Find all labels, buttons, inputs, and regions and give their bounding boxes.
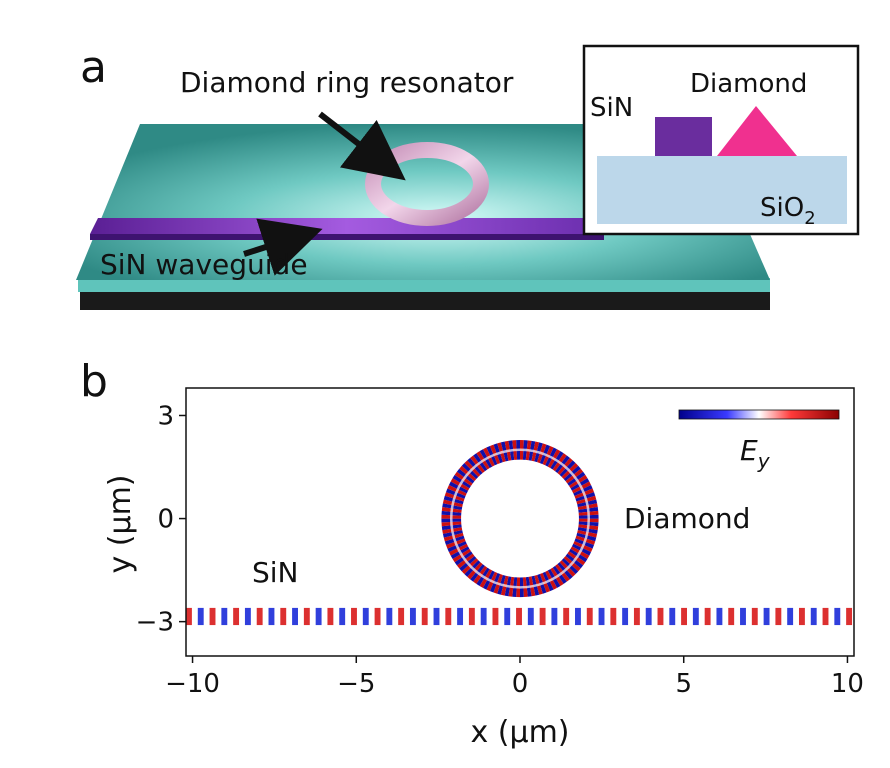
waveguide-fringe <box>256 607 263 626</box>
colorbar-label: Ey <box>740 434 771 473</box>
waveguide-fringe <box>468 607 475 626</box>
x-axis-label: x (μm) <box>470 715 569 750</box>
ring-node-line <box>449 448 591 589</box>
inset-diamond-label: Diamond <box>690 69 807 99</box>
waveguide-fringe <box>457 607 464 626</box>
waveguide-arrow <box>243 218 323 276</box>
waveguide-fringe <box>551 607 558 626</box>
diamond-annotation: Diamond <box>624 502 750 535</box>
slab-side <box>78 278 770 292</box>
waveguide-fringe <box>716 607 723 626</box>
waveguide-fringe <box>563 607 570 626</box>
waveguide-fringe <box>787 607 794 626</box>
y-axis-ticks: 3 0 −3 <box>136 401 186 638</box>
waveguide-label: SiN waveguide <box>100 248 308 281</box>
waveguide-fringe <box>740 607 746 626</box>
waveguide-fringe <box>409 607 416 626</box>
waveguide-fringe <box>516 607 522 626</box>
x-tick-label: 0 <box>512 669 529 699</box>
ring-arrow <box>318 111 406 181</box>
waveguide-fringe <box>433 607 440 626</box>
waveguide-fringe <box>575 607 581 626</box>
waveguide-fringe <box>421 607 428 626</box>
waveguide-fringe <box>586 607 593 626</box>
sin-annotation: SiN <box>252 556 299 589</box>
x-axis-ticks: −10 −5 0 5 10 <box>165 656 864 699</box>
waveguide-fringe <box>598 607 605 626</box>
waveguide-fringe <box>280 607 287 626</box>
cross-section-inset: SiN Diamond SiO2 <box>582 44 860 236</box>
waveguide-fringe <box>186 607 192 626</box>
waveguide-fringe <box>339 607 346 626</box>
waveguide-fringe <box>244 607 251 626</box>
waveguide-fringe <box>351 607 357 626</box>
sio2-substrate <box>597 156 847 224</box>
waveguide-fringe <box>645 607 652 626</box>
waveguide-side <box>90 234 604 240</box>
waveguide-fringe <box>197 607 204 626</box>
waveguide-fringe <box>810 607 817 626</box>
waveguide-top <box>90 218 604 234</box>
waveguide-fringe <box>669 607 676 626</box>
waveguide-fringe <box>374 607 381 626</box>
waveguide-fringe <box>822 607 829 626</box>
waveguide-fringe <box>398 607 405 626</box>
waveguide-fringe <box>303 607 310 626</box>
sin-block <box>655 117 712 156</box>
waveguide-fringe <box>292 607 298 626</box>
x-tick-label: 10 <box>831 669 864 699</box>
waveguide-fringe <box>763 607 770 626</box>
y-tick-label: 3 <box>157 401 174 431</box>
inset-sin-label: SiN <box>590 93 633 123</box>
waveguide-fringe <box>445 607 452 626</box>
diamond-triangle <box>717 106 797 156</box>
waveguide-fringe <box>657 607 664 626</box>
waveguide-fringe <box>480 607 487 626</box>
waveguide-fringe <box>846 607 853 626</box>
waveguide-fringe <box>221 607 228 626</box>
x-tick-label: −10 <box>165 669 220 699</box>
y-axis-label: y (μm) <box>103 474 138 573</box>
waveguide-fringe <box>681 607 687 626</box>
panel-a: a Diamond ring resonator SiN waveguide S… <box>76 42 860 310</box>
waveguide-fringe <box>622 607 629 626</box>
field-map <box>186 439 853 626</box>
waveguide-fringe <box>692 607 699 626</box>
waveguide-fringe <box>504 607 511 626</box>
waveguide-fringe <box>610 607 617 626</box>
ring-resonator <box>365 142 489 226</box>
waveguide-fringe <box>539 607 546 626</box>
waveguide-fringe <box>492 607 499 626</box>
panel-a-letter: a <box>80 42 107 93</box>
waveguide-fringe <box>728 607 735 626</box>
panel-b: b −10 −5 0 5 10 3 0 −3 x (μm) y (μm) SiN Diamo… <box>80 356 864 750</box>
waveguide-fringe <box>209 607 216 626</box>
waveguide-fringe <box>633 607 640 626</box>
x-tick-label: −5 <box>337 669 375 699</box>
y-tick-label: 0 <box>157 505 174 535</box>
ring-label: Diamond ring resonator <box>180 66 514 99</box>
waveguide-fringe <box>798 607 805 626</box>
waveguide-fringe <box>775 607 782 626</box>
waveguide-fringe <box>386 607 393 626</box>
waveguide-fringe <box>233 607 240 626</box>
waveguide-fringe <box>704 607 711 626</box>
waveguide-fringe <box>327 607 334 626</box>
waveguide-fringe <box>268 607 275 626</box>
x-tick-label: 5 <box>675 669 692 699</box>
waveguide-fringe <box>527 607 534 626</box>
panel-b-letter: b <box>80 356 108 407</box>
y-tick-label: −3 <box>136 608 174 638</box>
colorbar <box>678 409 840 420</box>
waveguide-fringe <box>751 607 758 626</box>
waveguide-fringe <box>834 607 841 626</box>
inset-sio2-label: SiO2 <box>760 193 816 229</box>
waveguide-fringe <box>315 607 322 626</box>
waveguide-fringe <box>362 607 369 626</box>
slab-base <box>80 290 770 310</box>
